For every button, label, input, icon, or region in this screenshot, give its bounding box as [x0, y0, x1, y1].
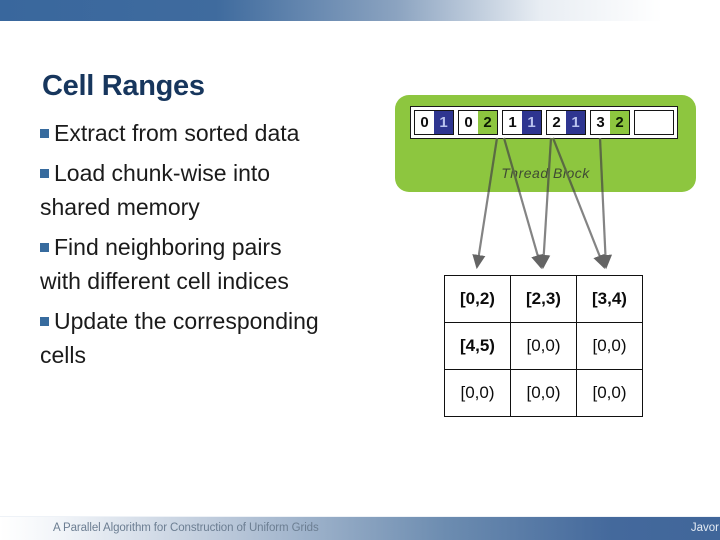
- footer-presentation-title: A Parallel Algorithm for Construction of…: [53, 522, 319, 534]
- cell-value: 2: [478, 111, 497, 134]
- footer-author: Javor: [690, 522, 719, 534]
- range-cell: [0,0): [510, 322, 577, 370]
- range-cell: [0,0): [576, 322, 643, 370]
- slide-title: Cell Ranges: [42, 70, 205, 102]
- bullet-wrap-line: shared memory: [40, 194, 200, 220]
- range-cell: [0,0): [576, 369, 643, 417]
- cell-index: 3: [596, 114, 605, 131]
- cell-index: 1: [508, 114, 517, 131]
- cell-ranges-table: [0,2)[2,3)[3,4)[4,5)[0,0)[0,0)[0,0)[0,0)…: [444, 275, 643, 417]
- bullet-square-icon: [40, 243, 49, 252]
- bullet-square-icon: [40, 129, 49, 138]
- cell-value: 1: [522, 111, 541, 134]
- table-row: [4,5)[0,0)[0,0): [444, 322, 643, 370]
- range-cell: [3,4): [576, 275, 643, 323]
- cell-value: 2: [610, 111, 629, 134]
- arrow-lines-in-panel: [487, 137, 604, 192]
- bullet-item-line: Extract from sorted data: [40, 116, 390, 150]
- range-cell: [0,0): [510, 369, 577, 417]
- footer-bar: A Parallel Algorithm for Construction of…: [0, 516, 720, 540]
- bullet-item-line: Load chunk-wise into: [40, 156, 390, 190]
- bullet-item-line: Update the corresponding: [40, 304, 390, 338]
- top-accent-bar: [0, 0, 720, 21]
- bullet-square-icon: [40, 169, 49, 178]
- range-cell: [4,5): [444, 322, 511, 370]
- cell-value: 1: [434, 111, 453, 134]
- cell-index: 0: [464, 114, 473, 131]
- range-cell: [0,2): [444, 275, 511, 323]
- bullet-wrap-line: cells: [40, 342, 87, 368]
- bullet-wrap-line: with different cell indices: [40, 268, 289, 294]
- arrow-lines: [472, 137, 613, 270]
- mapping-arrows: [472, 137, 613, 270]
- cell-index: 2: [552, 114, 561, 131]
- range-cell: [0,0): [444, 369, 511, 417]
- bullet-square-icon: [40, 317, 49, 326]
- bullet-item-line: Find neighboring pairs: [40, 230, 390, 264]
- array-cell: [634, 110, 674, 135]
- cell-index: 0: [420, 114, 429, 131]
- cell-value: 1: [566, 111, 585, 134]
- table-row: [0,0)[0,0)[0,0): [444, 369, 643, 417]
